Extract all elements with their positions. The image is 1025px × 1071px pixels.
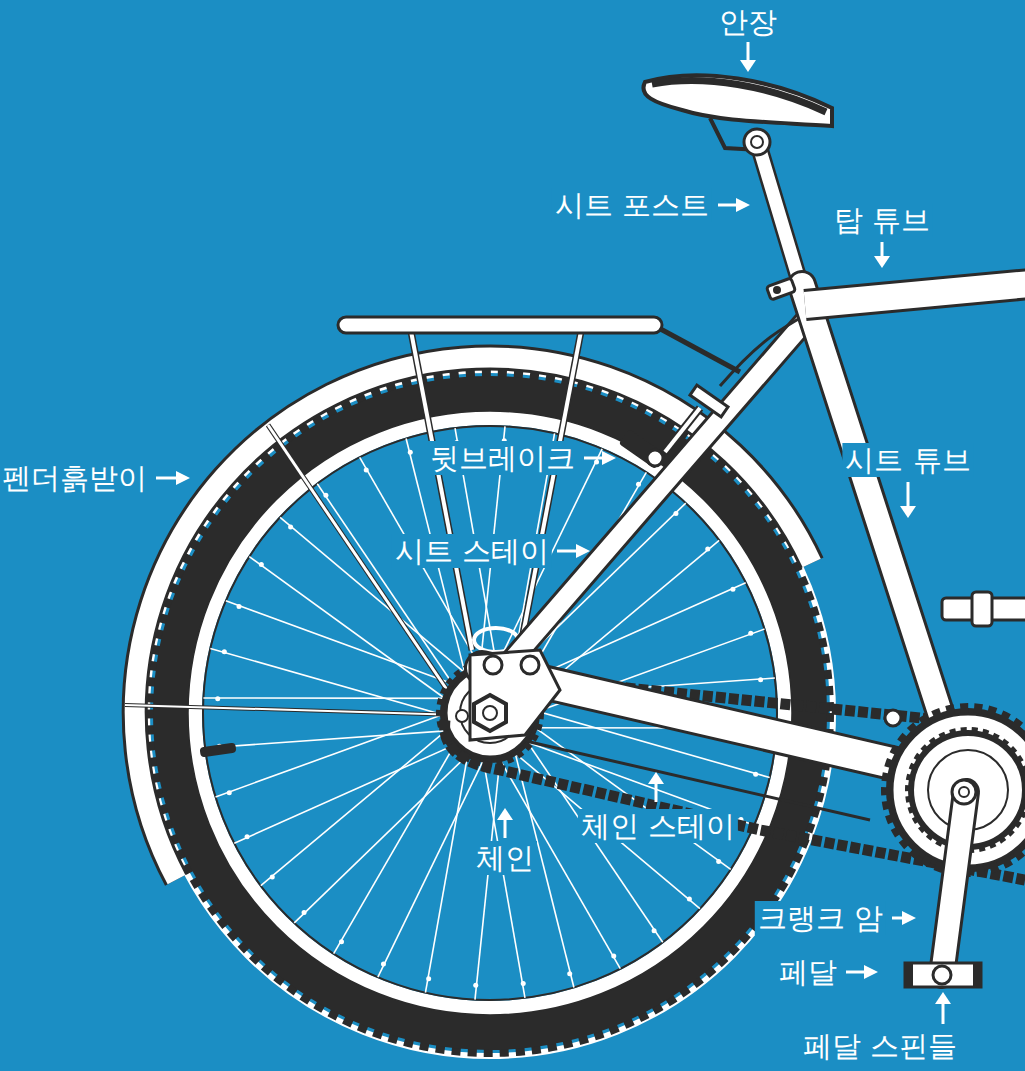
rear-brake: [619, 318, 800, 469]
seat-stay: [505, 318, 808, 668]
spoke-nipple: [222, 649, 227, 654]
spoke-nipple: [473, 983, 478, 988]
spoke: [249, 557, 473, 719]
part-label: 탑 튜브: [831, 203, 933, 237]
spoke-nipple: [237, 604, 242, 609]
part-label: 뒷브레이크: [427, 441, 578, 475]
spoke-nipple: [215, 696, 220, 701]
spoke-nipple: [611, 953, 616, 958]
top-tube: [766, 278, 1025, 305]
spoke-nipple: [426, 976, 431, 981]
spoke-nipple: [364, 468, 369, 473]
dropout: [456, 650, 560, 740]
spoke-nipple: [716, 859, 721, 864]
spoke-nipple: [288, 525, 293, 530]
part-label: 체인: [473, 841, 537, 875]
spoke-nipple: [323, 493, 328, 498]
crank-arm: [942, 780, 976, 975]
upper-pedal: [942, 592, 1025, 626]
spoke-nipple: [259, 562, 264, 567]
spoke-nipple: [753, 772, 758, 777]
spoke-nipple: [381, 961, 386, 966]
spoke-nipple: [302, 910, 307, 915]
part-label: 시트 튜브: [842, 443, 973, 477]
spoke-nipple: [567, 971, 572, 976]
part-label: 시트 포스트: [552, 188, 712, 222]
spoke-nipple: [594, 460, 599, 465]
spoke-nipple: [245, 834, 250, 839]
part-label: 페달 스핀들: [800, 1029, 960, 1063]
part-label: 체인 스테이: [578, 809, 738, 843]
seat-post: [757, 140, 802, 290]
label-arrows: [156, 42, 951, 1024]
spoke: [205, 728, 480, 748]
spoke-nipple: [748, 631, 753, 636]
spoke-nipple: [339, 939, 344, 944]
part-label: 시트 스테이: [392, 534, 552, 568]
pedal: [905, 963, 981, 987]
spoke-nipple: [673, 511, 678, 516]
spoke-nipple: [705, 546, 710, 551]
spoke-nipple: [227, 790, 232, 795]
part-label: 크랭크 암: [755, 901, 886, 935]
spoke-nipple: [687, 896, 692, 901]
spoke-nipple: [758, 677, 763, 682]
spoke-nipple: [408, 450, 413, 455]
spoke-nipple: [636, 482, 641, 487]
spoke-nipple: [521, 981, 526, 986]
saddle: [643, 75, 832, 155]
spoke: [216, 703, 476, 797]
spoke-nipple: [270, 875, 275, 880]
part-label: 펜더흙받이: [0, 461, 150, 495]
spoke-nipple: [730, 587, 735, 592]
part-label: 페달: [776, 955, 840, 989]
spoke-nipple: [652, 928, 657, 933]
part-label: 안장: [716, 5, 780, 39]
